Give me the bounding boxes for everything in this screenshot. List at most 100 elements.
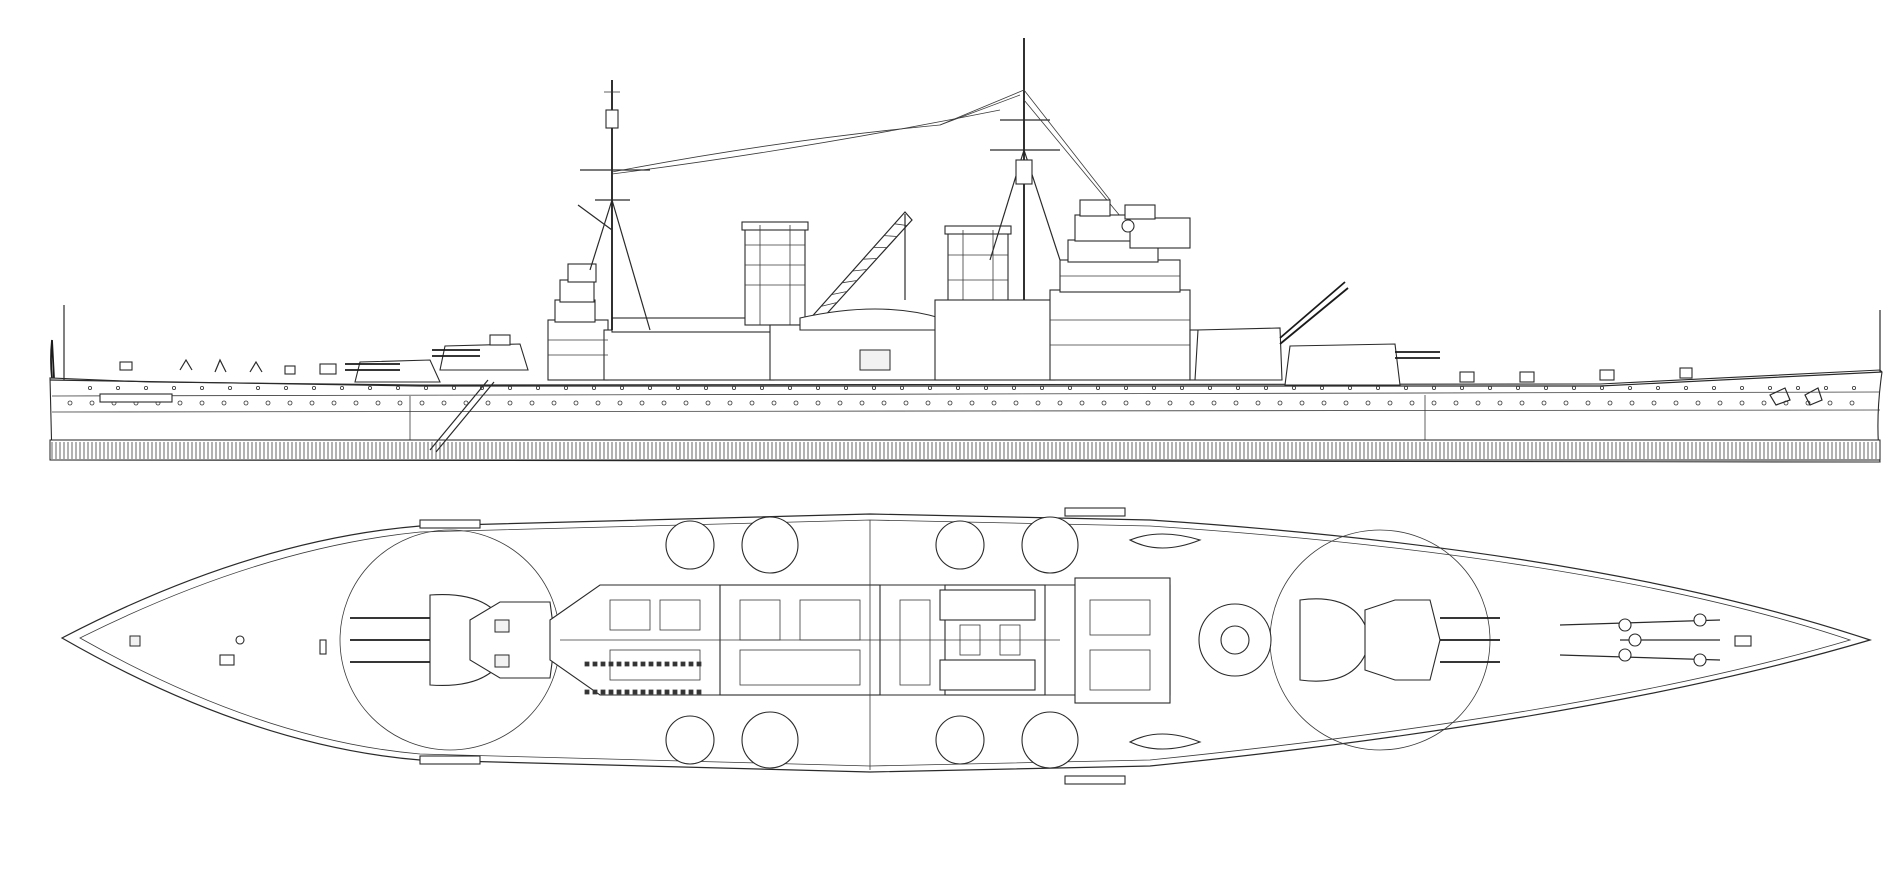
porthole	[564, 385, 569, 390]
porthole	[1431, 400, 1437, 406]
porthole	[287, 400, 293, 406]
porthole	[1277, 400, 1283, 406]
secondary-turrets	[665, 516, 1079, 769]
porthole	[1432, 385, 1437, 390]
porthole	[367, 385, 372, 390]
turret-b-plan	[469, 601, 556, 679]
porthole	[227, 385, 232, 390]
side-profile	[49, 38, 1883, 463]
porthole	[793, 400, 799, 406]
porthole	[1124, 385, 1129, 390]
porthole	[395, 385, 400, 390]
porthole	[1695, 400, 1701, 406]
porthole	[375, 400, 381, 406]
porthole	[463, 400, 469, 406]
porthole	[331, 400, 337, 406]
porthole	[1497, 400, 1503, 406]
porthole	[507, 385, 512, 390]
porthole	[573, 400, 579, 406]
turret-a-side	[345, 359, 441, 383]
porthole	[1544, 385, 1549, 390]
turret-x-side	[1194, 281, 1349, 381]
porthole	[1453, 400, 1459, 406]
porthole	[872, 385, 877, 390]
porthole	[903, 400, 909, 406]
porthole	[1585, 400, 1591, 406]
porthole	[1096, 385, 1101, 390]
porthole	[837, 400, 843, 406]
porthole	[89, 400, 95, 406]
porthole	[1068, 385, 1073, 390]
porthole	[900, 385, 905, 390]
fore-superstructure	[547, 263, 775, 381]
porthole	[1824, 385, 1829, 390]
porthole	[177, 400, 183, 406]
porthole	[1145, 400, 1151, 406]
porthole	[1189, 400, 1195, 406]
accommodation-ladder	[429, 379, 495, 453]
porthole	[143, 385, 148, 390]
porthole	[309, 400, 315, 406]
porthole	[1651, 400, 1657, 406]
porthole	[1740, 385, 1745, 390]
porthole	[116, 385, 121, 390]
porthole	[339, 385, 344, 390]
porthole	[925, 400, 931, 406]
mid-superstructure	[934, 199, 1211, 381]
porthole	[661, 400, 667, 406]
porthole	[1404, 385, 1409, 390]
porthole	[1516, 385, 1521, 390]
porthole	[704, 385, 709, 390]
porthole	[255, 385, 260, 390]
porthole	[1233, 400, 1239, 406]
porthole	[536, 385, 541, 390]
porthole	[451, 385, 456, 390]
porthole	[1387, 400, 1393, 406]
porthole	[1320, 385, 1325, 390]
porthole	[1761, 400, 1767, 406]
porthole	[507, 400, 513, 406]
porthole	[1796, 385, 1801, 390]
porthole	[1488, 385, 1493, 390]
porthole	[676, 385, 681, 390]
porthole	[956, 385, 961, 390]
turret-b-side	[432, 334, 529, 371]
fore-funnel	[741, 221, 809, 326]
porthole	[1475, 400, 1481, 406]
porthole	[419, 400, 425, 406]
porthole	[441, 400, 447, 406]
porthole	[1292, 385, 1297, 390]
porthole	[1849, 400, 1855, 406]
porthole	[844, 385, 849, 390]
porthole	[1079, 400, 1085, 406]
porthole	[243, 400, 249, 406]
porthole	[171, 385, 176, 390]
porthole	[1827, 400, 1833, 406]
boat-deck	[769, 308, 951, 381]
porthole	[1519, 400, 1525, 406]
porthole	[1460, 385, 1465, 390]
porthole	[1057, 400, 1063, 406]
porthole	[1572, 385, 1577, 390]
porthole	[1101, 400, 1107, 406]
foremast	[577, 80, 651, 331]
porthole	[551, 400, 557, 406]
turret-y-side	[1284, 343, 1440, 386]
forecastle-fittings	[119, 358, 337, 375]
porthole	[311, 385, 316, 390]
porthole	[1167, 400, 1173, 406]
porthole	[1013, 400, 1019, 406]
porthole	[529, 400, 535, 406]
porthole	[265, 400, 271, 406]
porthole	[1255, 400, 1261, 406]
porthole	[1236, 385, 1241, 390]
porthole	[991, 400, 997, 406]
porthole	[1717, 400, 1723, 406]
porthole	[1321, 400, 1327, 406]
porthole	[1343, 400, 1349, 406]
porthole	[1365, 400, 1371, 406]
aerial-wires	[611, 94, 1021, 175]
porthole	[592, 385, 597, 390]
boot-topping-hatching	[51, 442, 1877, 459]
porthole	[1012, 385, 1017, 390]
